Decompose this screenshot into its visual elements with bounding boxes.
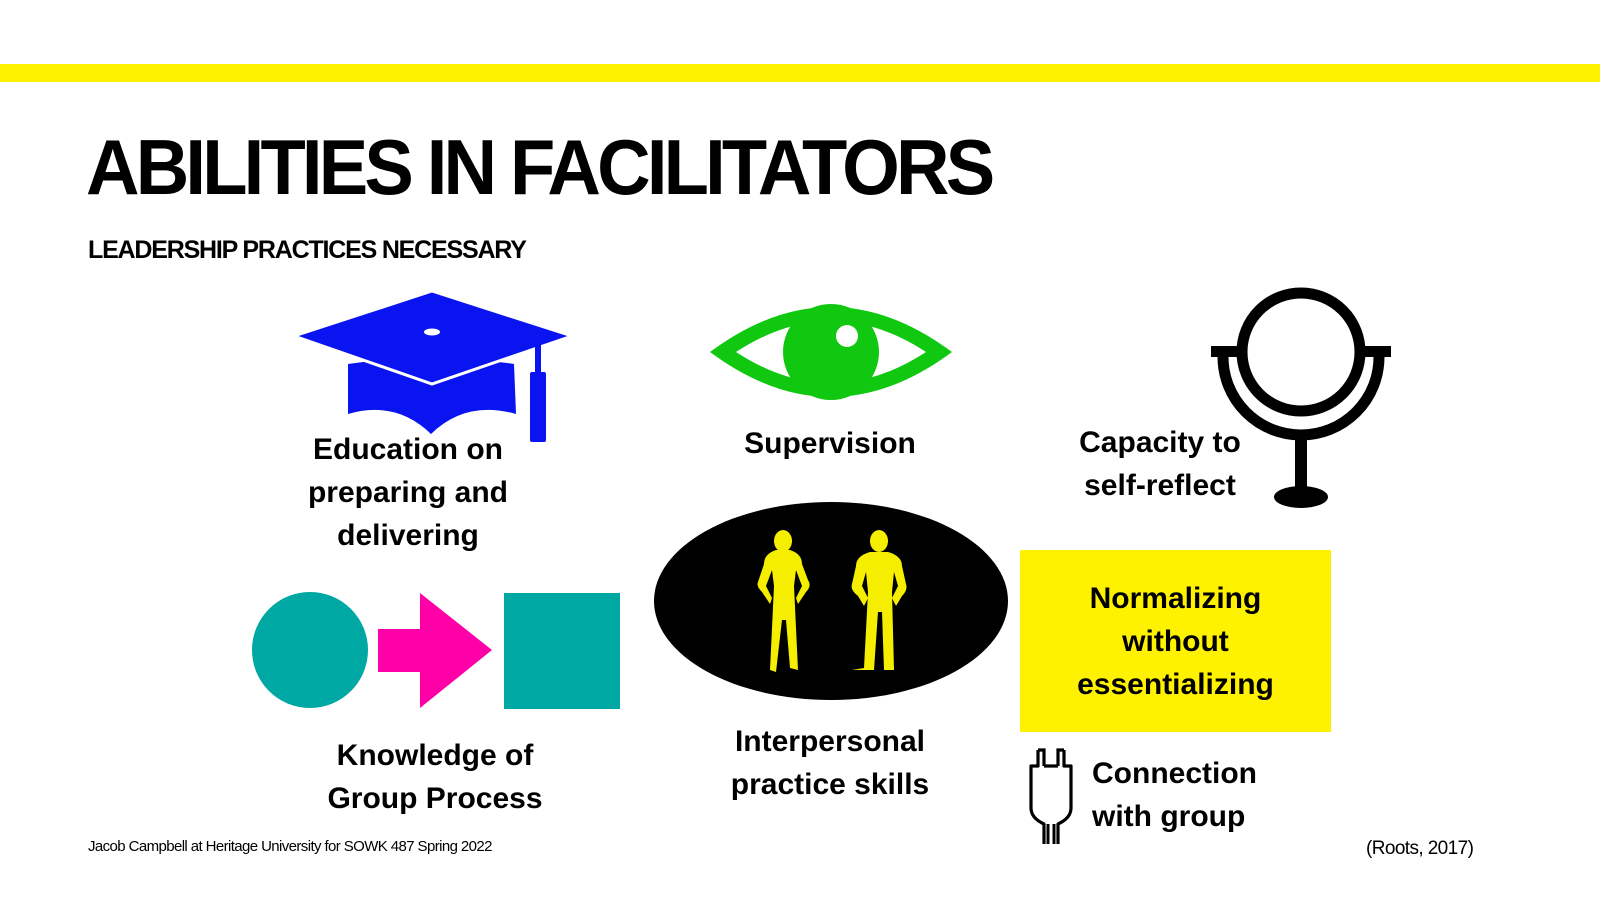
label-supervision: Supervision: [744, 427, 916, 460]
footer-credit: Jacob Campbell at Heritage University fo…: [88, 838, 492, 855]
graduation-cap-icon: [290, 289, 577, 442]
mirror-icon: [1211, 287, 1391, 508]
label-interpersonal: Interpersonal practice skills: [730, 725, 930, 801]
eye-icon: [710, 304, 952, 400]
label-normalizing: Normalizing without essentializing: [1077, 581, 1274, 701]
citation: (Roots, 2017): [1366, 838, 1474, 859]
plug-icon: [1029, 748, 1073, 844]
label-connection: Connection with group: [1092, 757, 1257, 833]
callout-normalizing: Normalizing without essentializing: [1020, 550, 1331, 732]
slide-title: ABILITIES IN FACILITATORS: [86, 123, 995, 211]
label-self-reflect: Capacity to self-reflect: [1079, 426, 1241, 502]
label-group-process: Knowledge of Group Process: [327, 739, 543, 815]
circle-arrow-square-icon: [252, 592, 620, 709]
label-education: Education on preparing and delivering: [307, 433, 509, 552]
accent-bar: [0, 64, 1600, 82]
two-people-icon: [654, 502, 1008, 700]
slide-subtitle: LEADERSHIP PRACTICES NECESSARY: [88, 236, 527, 264]
